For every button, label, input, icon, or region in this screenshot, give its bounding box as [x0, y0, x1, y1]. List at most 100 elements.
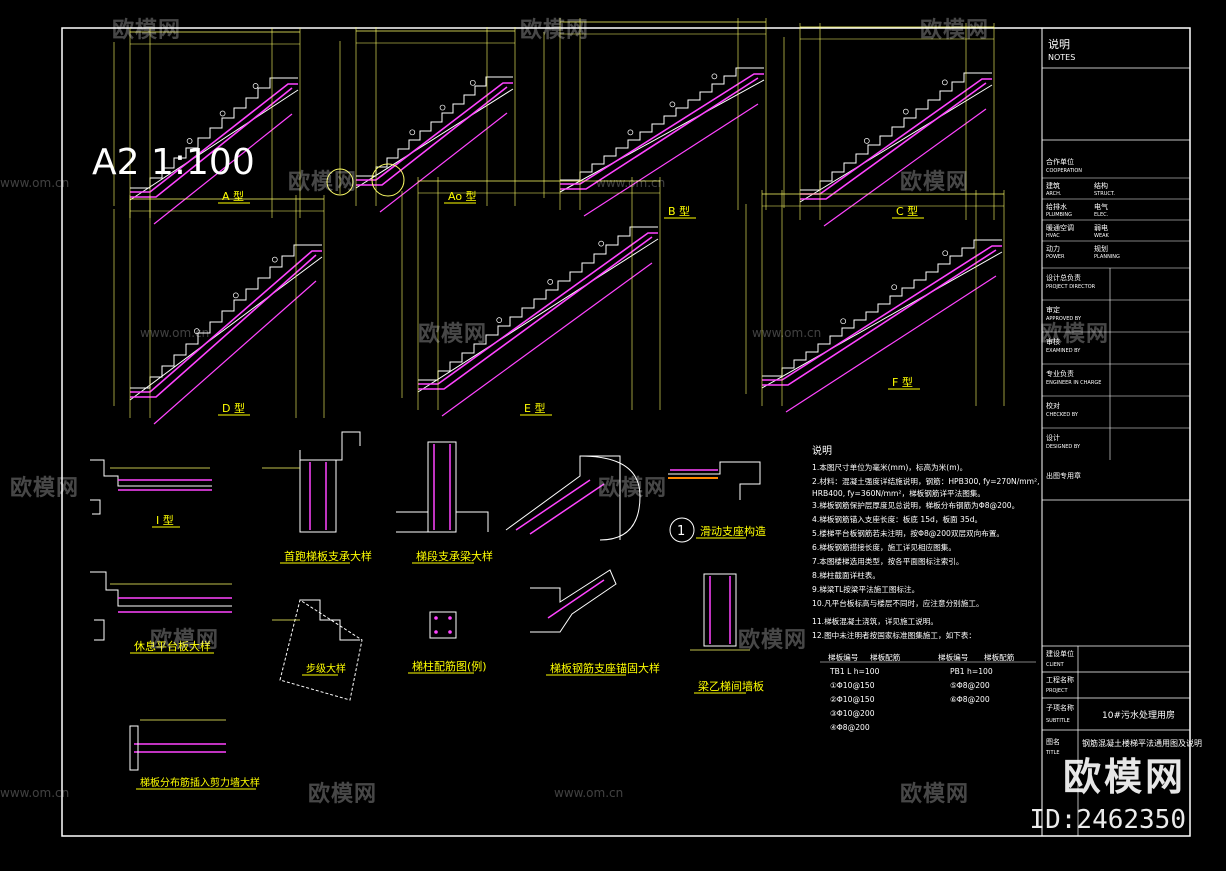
detail-i-type: I 型 [90, 459, 212, 528]
tb-role-en: PROJECT DIRECTOR [1046, 284, 1096, 290]
stair-label-a: A 型 [222, 189, 244, 203]
svg-text:工程名称: 工程名称 [1046, 675, 1074, 684]
stair-c-rebar-bottom [800, 82, 987, 200]
svg-text:10.凡平台板标高与楼层不同时，应注意分别施工。: 10.凡平台板标高与楼层不同时，应注意分别施工。 [812, 598, 984, 608]
stair-e-rebar-mark [598, 240, 605, 247]
svg-text:⑥Φ8@200: ⑥Φ8@200 [950, 695, 990, 704]
tb-discipline: 暖通空调 [1046, 223, 1074, 232]
svg-text:梯柱配筋图(例): 梯柱配筋图(例) [412, 659, 487, 673]
svg-text:SUBTITLE: SUBTITLE [1046, 718, 1070, 724]
stair-label-e: E 型 [524, 401, 545, 415]
svg-text:PB1 h=100: PB1 h=100 [950, 667, 993, 676]
detail-circle [371, 163, 405, 197]
detail-first-flight-support: 首跑梯板支承大样 [262, 431, 372, 564]
stair-c-soffit [799, 84, 993, 203]
svg-text:②Φ10@150: ②Φ10@150 [830, 695, 875, 704]
svg-text:图名: 图名 [1046, 737, 1060, 746]
stair-a-rebar-mark [252, 83, 259, 89]
svg-text:⑤Φ8@200: ⑤Φ8@200 [950, 681, 990, 690]
svg-text:子项名称: 子项名称 [1046, 703, 1074, 712]
tb-discipline-en: PLANNING [1094, 254, 1120, 260]
stair-a-rebar-mark [219, 110, 226, 117]
tb-role: 校对 [1046, 401, 1060, 410]
detail-wall-panel: 梁乙梯间墙板 [690, 573, 764, 694]
stair-b-steps [560, 67, 764, 181]
svg-text:梯板配筋: 梯板配筋 [984, 652, 1015, 662]
stair-label-c: C 型 [896, 204, 918, 218]
detail-slab-anchor [505, 455, 641, 541]
detail-circle [326, 168, 354, 196]
stair-f-rebar-mark [942, 250, 949, 257]
stair-e-rebar-top [418, 232, 658, 385]
tb-role-en: ENGINEER IN CHARGE [1046, 380, 1101, 386]
stair-ao-soffit [355, 88, 514, 189]
stair-e-rebar-mark [547, 279, 554, 285]
stair-c-rebar-mark [941, 79, 948, 86]
stair-c-rebar-mark [902, 108, 909, 115]
stair-ao-rebar-mark [469, 79, 476, 86]
svg-text:11.梯板混凝土浇筑，详见施工说明。: 11.梯板混凝土浇筑，详见施工说明。 [812, 616, 938, 626]
svg-text:2.材料：混凝土强度详结施说明，钢筋：HPB300, fy=: 2.材料：混凝土强度详结施说明，钢筋：HPB300, fy=270N/mm², [812, 476, 1040, 486]
svg-text:6.梯板钢筋搭接长度，施工详见相应图集。: 6.梯板钢筋搭接长度，施工详见相应图集。 [812, 542, 956, 552]
tb-notes-en: NOTES [1048, 53, 1075, 62]
detail-wall-anchor: 梯板分布筋插入剪力墙大样 [129, 719, 260, 790]
svg-text:梁乙梯间墙板: 梁乙梯间墙板 [698, 679, 764, 693]
svg-text:PROJECT: PROJECT [1046, 688, 1069, 694]
stair-f-rebar-top [762, 245, 1002, 381]
tb-discipline: 弱电 [1094, 223, 1108, 232]
subtitle-value: 10#污水处理用房 [1102, 709, 1175, 721]
stair-label-f: F 型 [892, 375, 913, 389]
detail-step: 步级大样 [272, 599, 363, 701]
detail-mark-circle [669, 517, 695, 543]
svg-text:5.楼梯平台板钢筋若未注明，按Φ8@200双层双向布置。: 5.楼梯平台板钢筋若未注明，按Φ8@200双层双向布置。 [812, 528, 1004, 538]
tb-discipline: 结构 [1094, 181, 1108, 190]
stair-d-offset-line [153, 280, 317, 425]
tb-discipline: 动力 [1046, 244, 1060, 253]
svg-text:1: 1 [677, 524, 685, 539]
svg-text:12.图中未注明者按国家标准图集施工，如下表：: 12.图中未注明者按国家标准图集施工，如下表： [812, 630, 976, 640]
svg-text:合作单位: 合作单位 [1046, 157, 1074, 166]
tb-role-en: CHECKED BY [1046, 412, 1079, 418]
tb-discipline-en: PLUMBING [1046, 212, 1072, 218]
stair-e-soffit [417, 238, 659, 393]
tb-discipline-en: ARCH. [1046, 191, 1062, 197]
stair-e-rebar-mark [496, 317, 503, 323]
tb-discipline-en: STRUCT. [1094, 191, 1115, 197]
stair-b-rebar-mark [669, 101, 676, 108]
stair-f-soffit [761, 251, 1003, 389]
svg-text:休息平台板大样: 休息平台板大样 [134, 639, 211, 653]
stair-ao-offset-line [379, 112, 508, 213]
watermark-brand-large: 欧模网 [1062, 755, 1186, 799]
stair-ao-rebar-bottom [356, 86, 508, 186]
general-notes: 说明 1.本图尺寸单位为毫米(mm)，标高为米(m)。 2.材料：混凝土强度详结… [812, 444, 1040, 732]
stair-ao-steps [356, 76, 513, 177]
stair-f-rebar-bottom [762, 249, 997, 386]
svg-text:I 型: I 型 [156, 513, 174, 527]
svg-text:4.梯板钢筋锚入支座长度：板底 15d，板面 35d。: 4.梯板钢筋锚入支座长度：板底 15d，板面 35d。 [812, 514, 982, 524]
watermark-id: ID:2462350 [1029, 805, 1186, 835]
tb-role: 专业负责 [1046, 369, 1074, 378]
detail-support-beam: 梯段支承梁大样 [396, 441, 493, 564]
stair-a-rebar-mark [186, 138, 193, 144]
detail-column: 梯柱配筋图(例) [408, 611, 487, 674]
stair-b-rebar-mark [711, 73, 718, 80]
svg-text:7.本图楼梯选用类型，按各平面图标注索引。: 7.本图楼梯选用类型，按各平面图标注索引。 [812, 556, 964, 566]
svg-text:③Φ10@200: ③Φ10@200 [830, 709, 875, 718]
tb-role: 设计总负责 [1046, 273, 1081, 282]
stair-c-rebar-top [800, 78, 992, 195]
stair-f-rebar-mark [891, 284, 898, 291]
stair-d-rebar-mark [271, 256, 278, 263]
stair-f-offset-line [785, 275, 997, 413]
svg-text:HRB400, fy=360N/mm²，梯板钢筋详平法图集。: HRB400, fy=360N/mm²，梯板钢筋详平法图集。 [812, 488, 985, 498]
stair-a-rebar-bottom [130, 87, 293, 198]
svg-text:建设单位: 建设单位 [1046, 649, 1074, 658]
stair-d-rebar-mark [232, 292, 239, 299]
scale-label: A2 1:100 [92, 142, 255, 183]
stair-c-rebar-mark [863, 138, 870, 144]
svg-text:④Φ8@200: ④Φ8@200 [830, 723, 870, 732]
stair-d-soffit [129, 256, 323, 401]
stair-c-steps [800, 72, 992, 191]
stair-label-d: D 型 [222, 401, 245, 415]
tb-discipline: 建筑 [1046, 181, 1060, 190]
